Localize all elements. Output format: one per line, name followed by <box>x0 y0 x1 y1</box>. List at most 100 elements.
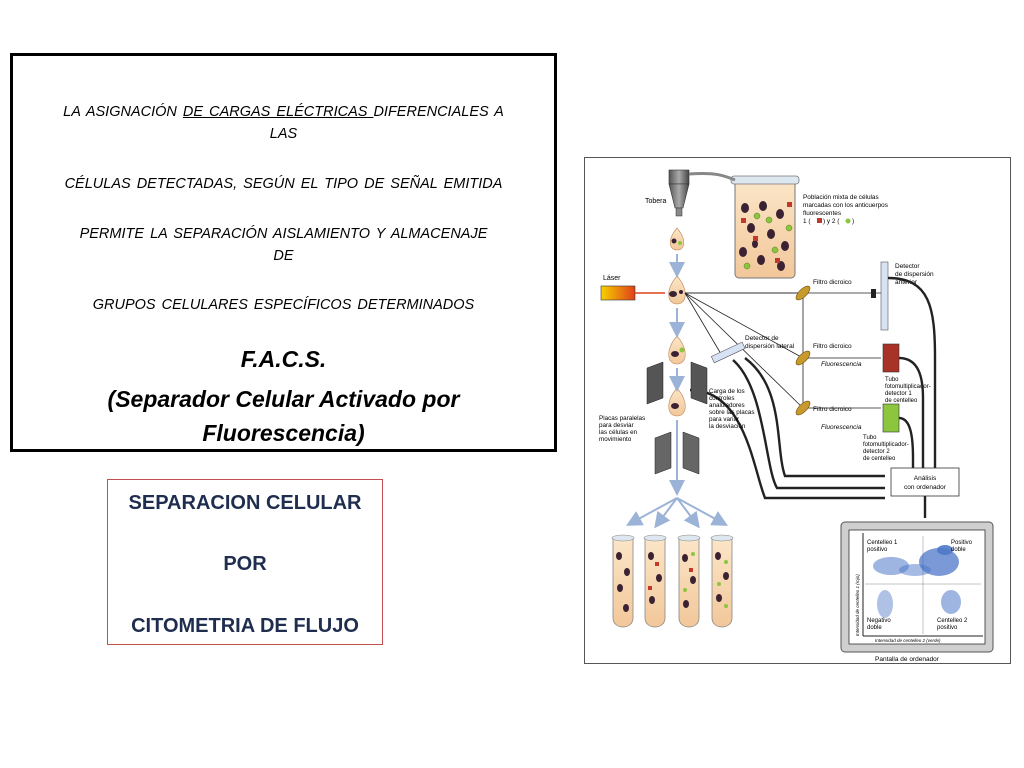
forward-detector <box>880 261 889 331</box>
population-line-6: ) <box>852 218 854 225</box>
label-filtro-1: Filtro dicroico <box>813 279 852 286</box>
forward-detector-line-3: anterior <box>895 279 918 286</box>
light-paths <box>684 292 881 409</box>
charge-line-1: Carga de los <box>709 388 745 395</box>
plates-line-2: para desviar <box>599 422 634 429</box>
description-line-1d: LAS <box>269 126 298 142</box>
charge-line-3: analizadores <box>709 402 745 409</box>
separation-line-3: CITOMETRIA DE FLUJO <box>131 615 359 637</box>
quadrant-2-line-1: Positivo <box>951 540 973 546</box>
beam-stopper <box>871 289 876 298</box>
pmt-green <box>882 403 900 433</box>
population-line-5: ) y 2 ( <box>823 218 840 225</box>
label-tobera: Tobera <box>645 198 667 205</box>
separation-line-2: POR <box>223 553 267 575</box>
laser-source <box>600 285 636 301</box>
description-line-1a: LA ASIGNACIÓN <box>63 104 183 120</box>
description-line-1c: DIFERENCIALES A <box>373 104 504 120</box>
facs-subtitle-1: (Separador Celular Activado por <box>107 386 460 412</box>
quadrant-4-line-2: positivo <box>937 625 958 631</box>
label-charge: Carga de los controles analizadores sobr… <box>709 388 755 430</box>
quadrant-4-line-1: Centelleo 2 <box>937 618 968 624</box>
quadrant-1-line-2: positivo <box>867 547 888 553</box>
label-plates: Placas paralelas para desviar las célula… <box>599 415 645 443</box>
scatter-clusters <box>873 545 961 618</box>
pmt-2-line-3: detector 2 <box>863 449 890 455</box>
separation-line-1: SEPARACION CELULAR <box>128 492 362 514</box>
description-line-3b: DE <box>273 248 294 264</box>
forward-detector-line-1: Detector <box>895 263 920 270</box>
population-line-3: fluorescentes <box>803 210 841 217</box>
pmt-1-line-4: de centelleo <box>885 398 918 404</box>
side-detector <box>710 341 746 364</box>
sorting-arrows <box>625 497 729 529</box>
population-line-1: Población mixta de células <box>803 194 879 201</box>
diagram-svg: Tobera Población mixta de células marcad… <box>599 169 994 663</box>
label-filtro-3: Filtro dicroico <box>813 406 852 413</box>
pmt-2-line-4: de centelleo <box>863 456 896 462</box>
quadrant-3-line-2: doble <box>867 625 882 631</box>
population-line-4: 1 ( <box>803 218 811 225</box>
charge-line-6: la desviación <box>709 423 746 430</box>
pmt-1-line-2: fotomultiplicador- <box>885 384 931 390</box>
label-pmt-1: Tubo fotomultiplicador- detector 1 de ce… <box>885 377 931 404</box>
tube-4 <box>710 534 734 628</box>
tube-3 <box>677 534 701 628</box>
charge-line-2: controles <box>709 395 735 402</box>
analysis-line-1: Análisis <box>914 475 937 482</box>
label-laser: Láser <box>603 275 621 282</box>
plates-line-4: movimiento <box>599 436 632 443</box>
plates-line-1: Placas paralelas <box>599 415 645 422</box>
pmt-red <box>882 343 900 373</box>
analysis-line-2: con ordenador <box>904 484 947 491</box>
label-filtro-2: Filtro dicroico <box>813 343 852 350</box>
facs-title: F.A.C.S. <box>240 346 327 372</box>
quadrant-1-line-1: Centelleo 1 <box>867 540 898 546</box>
screen-label: Pantalla de ordenador <box>875 656 940 663</box>
label-side-detector: Detector de dispersión lateral <box>745 335 795 350</box>
plates-line-3: las células en <box>599 429 638 436</box>
y-axis-label: Intensidad de centelleo 1 (rojo) <box>855 574 860 636</box>
nozzle <box>668 169 690 217</box>
deflection-plates <box>646 361 708 475</box>
label-fluorescence-2: Fluorescencia <box>821 424 862 431</box>
x-axis-label: Intensidad de centelleo 2 (verde) <box>875 638 941 643</box>
description-box: LA ASIGNACIÓN DE CARGAS ELÉCTRICAS DIFER… <box>10 53 557 452</box>
label-pmt-2: Tubo fotomultiplicador- detector 2 de ce… <box>863 435 909 462</box>
charge-line-5: para variar <box>709 416 739 423</box>
side-detector-line-2: dispersión lateral <box>745 343 795 350</box>
facs-subtitle: (Separador Celular Activado por Fluoresc… <box>13 382 554 450</box>
description-line-2: CÉLULAS DETECTADAS, SEGÚN EL TIPO DE SEÑ… <box>64 176 503 192</box>
forward-detector-line-2: de dispersión <box>895 271 934 278</box>
pmt-1-line-3: detector 1 <box>885 391 912 397</box>
facs-subtitle-2: Fluorescencia) <box>202 420 365 446</box>
droplets <box>668 227 686 417</box>
population-label: Población mixta de células marcadas con … <box>803 194 888 225</box>
pmt-1-line-1: Tubo <box>885 377 899 383</box>
tube-2 <box>643 534 667 628</box>
computer-screen <box>840 521 994 653</box>
description-line-4: GRUPOS CELULARES ESPECÍFICOS DETERMINADO… <box>92 297 475 313</box>
label-forward-detector: Detector de dispersión anterior <box>895 263 934 286</box>
side-detector-line-1: Detector de <box>745 335 779 342</box>
description-line-3a: PERMITE LA SEPARACIÓN AISLAMIENTO Y ALMA… <box>79 226 488 242</box>
separation-box: SEPARACION CELULAR POR CITOMETRIA DE FLU… <box>107 479 383 645</box>
beaker <box>688 172 800 279</box>
analysis-box <box>890 467 960 497</box>
scatter-labels: Centelleo 1 positivo Positivo doble Nega… <box>867 540 973 631</box>
red-marker-icon <box>817 218 822 223</box>
green-marker-icon <box>845 218 851 224</box>
label-fluorescence-1: Fluorescencia <box>821 361 862 368</box>
collection-tubes <box>611 534 734 628</box>
pmt-2-line-1: Tubo <box>863 435 877 441</box>
dichroic-filters <box>795 285 811 416</box>
tube-1 <box>611 534 635 628</box>
description-line-1b: DE CARGAS ELÉCTRICAS <box>182 104 374 120</box>
flow-cytometry-diagram: Tobera Población mixta de células marcad… <box>584 157 1011 664</box>
pmt-2-line-2: fotomultiplicador- <box>863 442 909 448</box>
charge-line-4: sobre las placas <box>709 409 755 416</box>
quadrant-3-line-1: Negativo <box>867 618 891 624</box>
description-line-1: LA ASIGNACIÓN DE CARGAS ELÉCTRICAS DIFER… <box>27 104 540 120</box>
quadrant-2-line-2: doble <box>951 547 966 553</box>
population-line-2: marcadas con los anticuerpos <box>803 202 888 209</box>
